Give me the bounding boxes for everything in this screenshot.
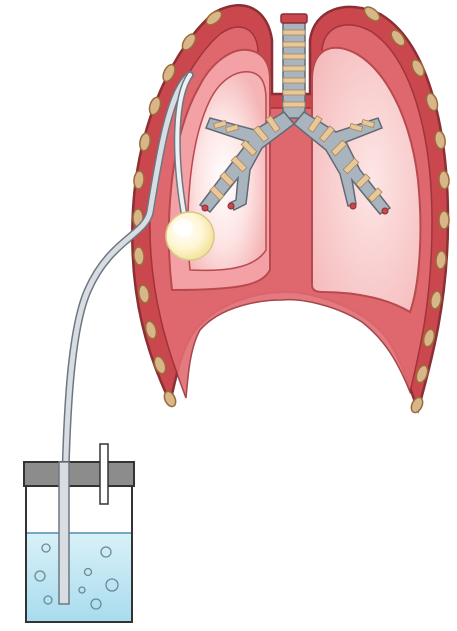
trachea (281, 14, 307, 118)
bottle-stopper (24, 462, 134, 486)
submerged-tube (59, 462, 69, 604)
vent-tube (100, 444, 108, 504)
water-seal-bottle (24, 462, 134, 622)
tube-tip (166, 212, 214, 260)
